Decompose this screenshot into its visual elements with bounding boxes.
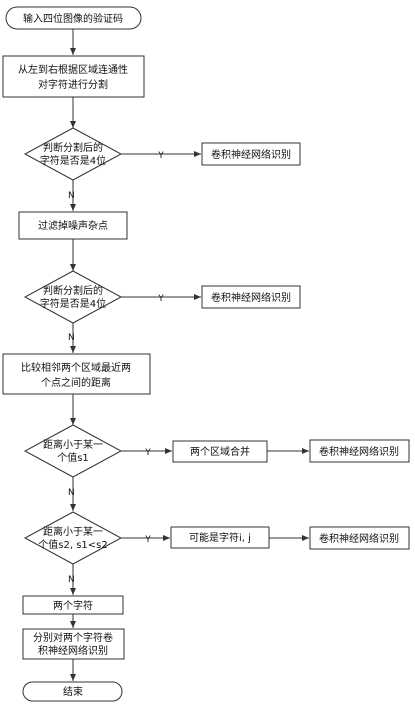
label-no-2: N bbox=[68, 333, 75, 343]
node-dist-lt-s1: 距离小于某一 个值s1 bbox=[23, 424, 123, 478]
node-maybe-ij: 可能是字符i, j bbox=[170, 526, 270, 549]
node-cnn-3: 卷积神经网络识别 bbox=[309, 439, 410, 463]
label-no-1: N bbox=[68, 191, 75, 201]
node-merge-regions-label: 两个区域合并 bbox=[190, 445, 250, 458]
node-cnn-3-label: 卷积神经网络识别 bbox=[319, 445, 399, 458]
node-dist-lt-s1-line-2: 个值s1 bbox=[57, 451, 89, 464]
node-start-label: 输入四位图像的验证码 bbox=[23, 12, 123, 25]
node-segment-line-2: 对字符进行分割 bbox=[38, 78, 108, 91]
node-check-4-first: 判断分割后的 字符是否是4位 bbox=[23, 127, 123, 181]
node-two-chars: 两个字符 bbox=[22, 595, 124, 615]
node-each-cnn-line-2: 积神经网络识别 bbox=[38, 644, 108, 657]
node-check-4-second-line-2: 字符是否是4位 bbox=[40, 297, 106, 310]
node-cnn-1: 卷积神经网络识别 bbox=[201, 142, 301, 166]
node-segment-line-1: 从左到右根据区域连通性 bbox=[18, 63, 128, 76]
node-merge-regions: 两个区域合并 bbox=[172, 440, 268, 463]
node-each-cnn: 分别对两个字符卷 积神经网络识别 bbox=[22, 628, 125, 660]
node-cnn-4: 卷积神经网络识别 bbox=[309, 526, 410, 550]
label-no-4: N bbox=[68, 575, 75, 585]
node-compare-distance-line-2: 个点之间的距离 bbox=[41, 376, 111, 389]
node-maybe-ij-label: 可能是字符i, j bbox=[189, 531, 251, 544]
label-yes-1: Y bbox=[157, 151, 164, 161]
node-cnn-4-label: 卷积神经网络识别 bbox=[319, 532, 399, 545]
node-filter-noise: 过滤掉噪声杂点 bbox=[18, 211, 128, 240]
node-cnn-2: 卷积神经网络识别 bbox=[201, 285, 301, 309]
node-filter-noise-label: 过滤掉噪声杂点 bbox=[38, 219, 108, 232]
node-check-4-first-line-1: 判断分割后的 bbox=[43, 141, 103, 154]
node-compare-distance: 比较相邻两个区域最近两 个点之间的距离 bbox=[2, 353, 151, 395]
node-compare-distance-line-1: 比较相邻两个区域最近两 bbox=[21, 361, 131, 374]
node-check-4-second: 判断分割后的 字符是否是4位 bbox=[23, 270, 123, 324]
node-two-chars-label: 两个字符 bbox=[53, 599, 93, 612]
node-segment: 从左到右根据区域连通性 对字符进行分割 bbox=[2, 55, 145, 98]
node-each-cnn-line-1: 分别对两个字符卷 bbox=[33, 631, 113, 644]
node-end-label: 结束 bbox=[63, 685, 83, 698]
label-yes-4: Y bbox=[144, 535, 151, 545]
node-check-4-first-line-2: 字符是否是4位 bbox=[40, 154, 106, 167]
label-yes-2: Y bbox=[157, 294, 164, 304]
node-start: 输入四位图像的验证码 bbox=[5, 6, 142, 30]
node-cnn-2-label: 卷积神经网络识别 bbox=[211, 291, 291, 304]
node-dist-lt-s2-line-2: 个值s2, s1<s2 bbox=[38, 538, 107, 551]
node-cnn-1-label: 卷积神经网络识别 bbox=[211, 148, 291, 161]
label-yes-3: Y bbox=[144, 448, 151, 458]
node-end: 结束 bbox=[22, 681, 123, 702]
node-dist-lt-s2-line-1: 距离小于某一 bbox=[43, 525, 103, 538]
node-dist-lt-s1-line-1: 距离小于某一 bbox=[43, 438, 103, 451]
node-dist-lt-s2: 距离小于某一 个值s2, s1<s2 bbox=[23, 511, 123, 565]
node-check-4-second-line-1: 判断分割后的 bbox=[43, 284, 103, 297]
label-no-3: N bbox=[68, 488, 75, 498]
